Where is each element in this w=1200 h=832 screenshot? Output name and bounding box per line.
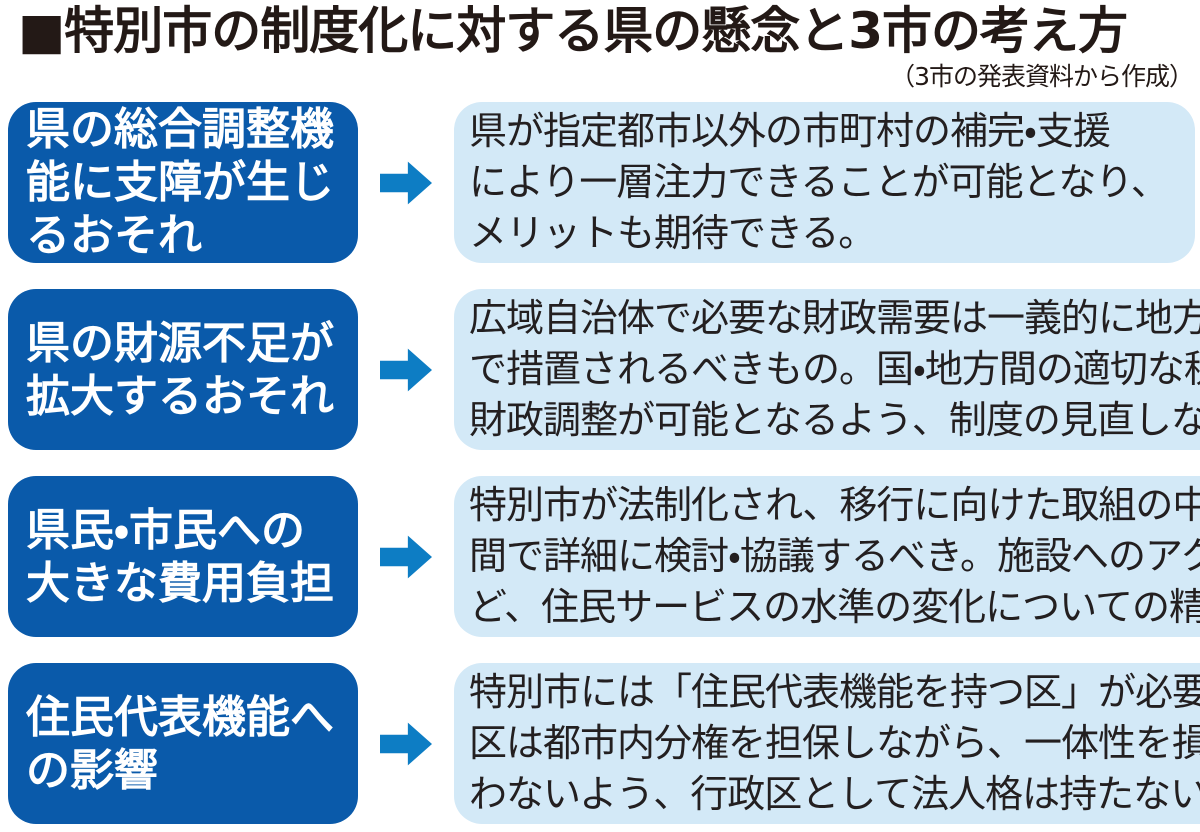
- concern-box: 県民・市民への大きな費用負担: [8, 476, 358, 637]
- page-title: ■特別市の制度化に対する県の懸念と3市の考え方: [18, 2, 1128, 60]
- text-line: により一層注力できることが可能となり、: [469, 160, 1169, 204]
- text-line: 財政調整が可能となるよう、制度の見直しなどが必要。: [469, 398, 1200, 442]
- text-line: 県の財源不足が: [26, 317, 334, 369]
- text-line: 広域自治体で必要な財政需要は一義的に地方交付税: [469, 296, 1200, 340]
- concern-box: 県の総合調整機能に支障が生じるおそれ: [8, 102, 358, 263]
- arrow-zone: [358, 289, 454, 450]
- text-line: 能に支障が生じ: [26, 157, 334, 208]
- concern-box: 県の財源不足が拡大するおそれ: [8, 289, 358, 450]
- text-line: 間で詳細に検討・協議するべき。施設へのアクセスな: [469, 534, 1200, 578]
- header: ■特別市の制度化に対する県の懸念と3市の考え方 （3市の発表資料から作成）: [8, 4, 1195, 92]
- response-box: 特別市には「住民代表機能を持つ区」が必要。区は都市内分権を担保しながら、一体性を…: [454, 663, 1200, 824]
- text-line: 特別市には「住民代表機能を持つ区」が必要。: [469, 670, 1200, 714]
- text-line: 県が指定都市以外の市町村の補完・支援: [469, 109, 1111, 153]
- response-box: 県が指定都市以外の市町村の補完・支援により一層注力できることが可能となり、メリッ…: [454, 102, 1195, 263]
- text-line: 区は都市内分権を担保しながら、一体性を損な: [469, 721, 1200, 765]
- arrow-zone: [358, 476, 454, 637]
- text-line: 大きな費用負担: [26, 557, 334, 609]
- text-line: るおそれ: [26, 210, 202, 261]
- rows-container: 県の総合調整機能に支障が生じるおそれ 県が指定都市以外の市町村の補完・支援により…: [8, 102, 1200, 824]
- row-coordination-concern: 県の総合調整機能に支障が生じるおそれ 県が指定都市以外の市町村の補完・支援により…: [8, 102, 1195, 263]
- response-box: 特別市が法制化され、移行に向けた取組の中で、県・市間で詳細に検討・協議するべき。…: [454, 476, 1200, 637]
- concern-box: 住民代表機能への影響: [8, 663, 358, 824]
- text-line: 拡大するおそれ: [26, 370, 334, 422]
- right-arrow-icon: [380, 722, 432, 765]
- right-arrow-icon: [380, 348, 432, 391]
- text-line: わないよう、行政区として法人格は持たない。: [469, 772, 1200, 816]
- text-line: 住民代表機能へ: [26, 691, 334, 743]
- arrow-zone: [358, 102, 454, 263]
- text-line: メリットも期待できる。: [469, 211, 876, 255]
- source-note: （3市の発表資料から作成）: [890, 62, 1194, 91]
- right-arrow-icon: [380, 161, 432, 204]
- text-line: 県の総合調整機: [26, 104, 334, 155]
- text-line: ど、住民サービスの水準の変化についての精査が必要。: [469, 585, 1200, 629]
- response-box: 広域自治体で必要な財政需要は一義的に地方交付税で措置されるべきもの。国・地方間の…: [454, 289, 1200, 450]
- row-resident-representation-concern: 住民代表機能への影響 特別市には「住民代表機能を持つ区」が必要。区は都市内分権を…: [8, 663, 1200, 824]
- arrow-zone: [358, 663, 454, 824]
- text-line: の影響: [26, 744, 158, 796]
- text-line: 特別市が法制化され、移行に向けた取組の中で、県・市: [469, 483, 1200, 527]
- text-line: 県民・市民への: [26, 504, 305, 556]
- right-arrow-icon: [380, 535, 432, 578]
- text-line: で措置されるべきもの。国・地方間の適切な税源配分や: [469, 347, 1200, 391]
